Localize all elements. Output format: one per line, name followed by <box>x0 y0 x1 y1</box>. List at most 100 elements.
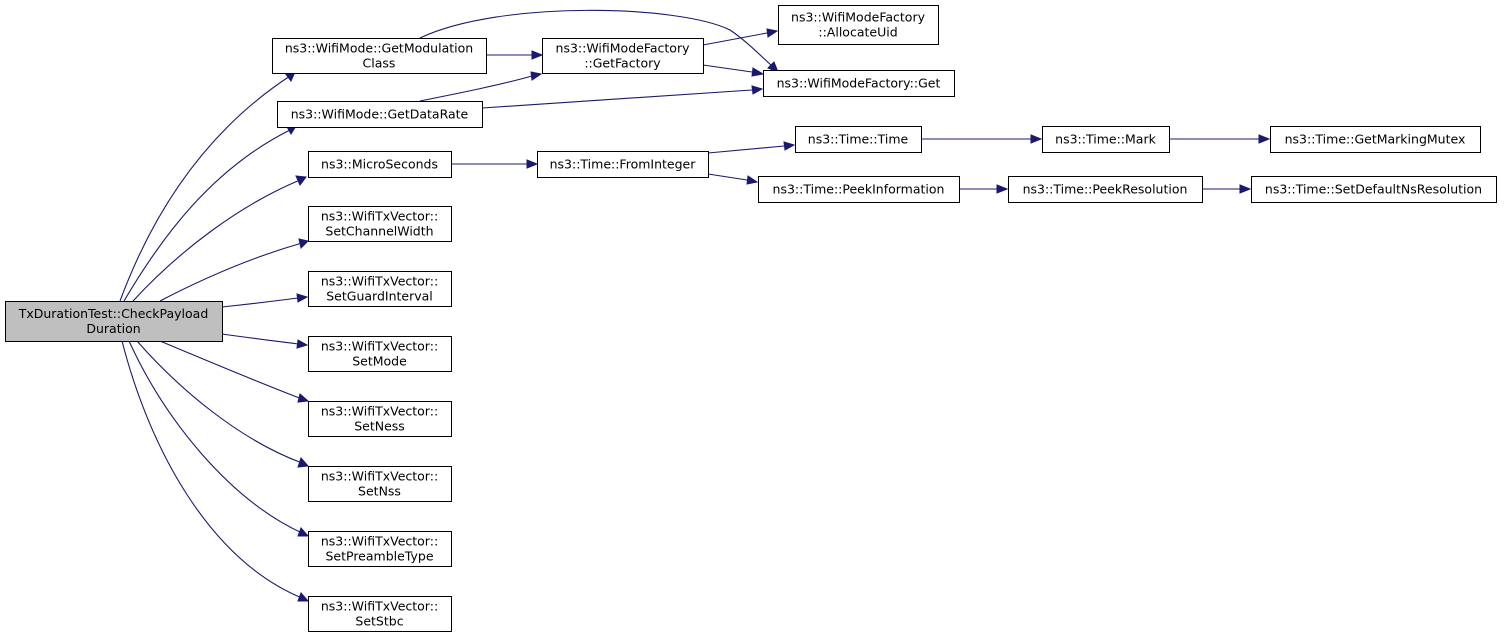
arrowhead <box>296 293 309 303</box>
node-box <box>308 531 452 567</box>
arrowhead <box>751 67 765 77</box>
node-setchannelwidth[interactable]: ns3::WifiTxVector::SetChannelWidth <box>308 206 452 242</box>
arrowhead <box>297 457 310 468</box>
node-label-line: ns3::MicroSeconds <box>321 157 438 172</box>
arrowhead <box>783 141 796 151</box>
arrowhead <box>296 339 309 349</box>
edge-root-to-setstbc <box>121 340 310 602</box>
node-setness[interactable]: ns3::WifiTxVector::SetNess <box>308 401 452 437</box>
edges-layer <box>119 9 1271 602</box>
arrowhead <box>1239 184 1252 194</box>
edge-line <box>123 129 291 302</box>
node-allocateuid[interactable]: ns3::WifiModeFactory::AllocateUid <box>778 5 939 45</box>
node-label-line: ns3::WifiMode::GetDataRate <box>291 107 469 122</box>
arrowhead <box>526 159 539 169</box>
edge-line <box>481 89 753 109</box>
node-label-line: Duration <box>86 321 140 336</box>
node-box <box>763 70 955 97</box>
node-peekres[interactable]: ns3::Time::PeekResolution <box>1008 176 1203 203</box>
node-box <box>308 151 452 178</box>
node-box <box>795 126 922 153</box>
edge-line <box>707 145 785 154</box>
node-label-line: ns3::WifiTxVector:: <box>321 209 438 224</box>
edge-root-to-microseconds <box>132 175 307 302</box>
node-box <box>1008 176 1203 203</box>
node-box <box>308 596 452 632</box>
arrowhead <box>751 85 764 95</box>
node-box <box>5 301 223 342</box>
node-box <box>542 38 704 74</box>
node-label-line: SetMode <box>352 354 407 369</box>
node-setguardinterval[interactable]: ns3::WifiTxVector::SetGuardInterval <box>308 271 452 307</box>
node-getdatarate[interactable]: ns3::WifiMode::GetDataRate <box>277 101 483 128</box>
edge-root-to-setness <box>159 340 310 403</box>
node-label-line: ns3::WifiTxVector:: <box>321 534 438 549</box>
edge-getdatarate-to-getfactory <box>419 71 543 102</box>
edge-microseconds-to-frominteger <box>451 159 539 169</box>
edge-line <box>707 173 748 181</box>
node-setmode[interactable]: ns3::WifiTxVector::SetMode <box>308 336 452 372</box>
node-setpreambletype[interactable]: ns3::WifiTxVector::SetPreambleType <box>308 531 452 567</box>
node-setnss[interactable]: ns3::WifiTxVector::SetNss <box>308 466 452 502</box>
node-label-line: ns3::WifiModeFactory <box>556 41 691 56</box>
node-label-line: SetChannelWidth <box>325 224 433 239</box>
node-timetime[interactable]: ns3::Time::Time <box>795 126 922 153</box>
node-getmarkingmutex[interactable]: ns3::Time::GetMarkingMutex <box>1270 126 1481 153</box>
node-box <box>272 38 487 74</box>
node-box <box>1251 176 1497 203</box>
node-box <box>277 101 483 128</box>
edge-line <box>132 179 301 302</box>
node-box <box>308 466 452 502</box>
edge-root-to-setchannelwidth <box>159 238 309 302</box>
node-box <box>308 206 452 242</box>
node-box <box>1042 126 1170 153</box>
node-microseconds[interactable]: ns3::MicroSeconds <box>308 151 452 178</box>
nodes-layer: TxDurationTest::CheckPayloadDurationns3:… <box>5 5 1497 632</box>
arrowhead <box>1258 134 1271 144</box>
node-box <box>778 5 939 45</box>
arrowhead <box>530 71 543 81</box>
node-label-line: SetStbc <box>355 614 403 629</box>
edge-frominteger-to-peekinfo <box>707 173 759 185</box>
edge-root-to-setnss <box>136 340 310 468</box>
edge-mark-to-getmarkingmutex <box>1169 134 1271 144</box>
node-label-line: ns3::Time::Time <box>808 132 909 147</box>
node-label-line: ns3::Time::SetDefaultNsResolution <box>1265 182 1482 197</box>
edge-peekinfo-to-peekres <box>959 184 1009 194</box>
arrowhead <box>297 527 310 537</box>
edge-peekres-to-setdefaultns <box>1202 184 1252 194</box>
node-frominteger[interactable]: ns3::Time::FromInteger <box>537 151 709 178</box>
edge-line <box>221 297 299 308</box>
node-mark[interactable]: ns3::Time::Mark <box>1042 126 1170 153</box>
edge-line <box>702 64 753 73</box>
arrowhead <box>297 592 310 602</box>
node-factoryget[interactable]: ns3::WifiModeFactory::Get <box>763 70 955 97</box>
edge-getfactory-to-factoryget <box>702 64 765 77</box>
node-label-line: ns3::Time::Mark <box>1055 132 1156 147</box>
edge-line <box>419 75 533 102</box>
node-box <box>537 151 709 178</box>
node-label-line: ns3::WifiTxVector:: <box>321 274 438 289</box>
edge-line <box>702 32 768 46</box>
node-setstbc[interactable]: ns3::WifiTxVector::SetStbc <box>308 596 452 632</box>
edge-line <box>136 340 303 464</box>
edge-line <box>119 75 291 302</box>
node-peekinfo[interactable]: ns3::Time::PeekInformation <box>758 176 960 203</box>
arrowhead <box>298 238 309 249</box>
node-getfactory[interactable]: ns3::WifiModeFactory::GetFactory <box>542 38 704 74</box>
edge-line <box>221 333 299 345</box>
edge-line <box>121 340 303 599</box>
edge-line <box>159 340 303 400</box>
node-setdefaultns[interactable]: ns3::Time::SetDefaultNsResolution <box>1251 176 1497 203</box>
node-label-line: ns3::Time::FromInteger <box>550 157 697 172</box>
edge-root-to-getmodclass <box>119 71 296 302</box>
arrowhead <box>996 184 1009 194</box>
arrowhead <box>295 175 307 186</box>
node-label-line: TxDurationTest::CheckPayload <box>18 306 209 321</box>
node-label-line: ns3::WifiTxVector:: <box>321 599 438 614</box>
node-box <box>308 401 452 437</box>
node-label-line: ::AllocateUid <box>818 25 897 40</box>
